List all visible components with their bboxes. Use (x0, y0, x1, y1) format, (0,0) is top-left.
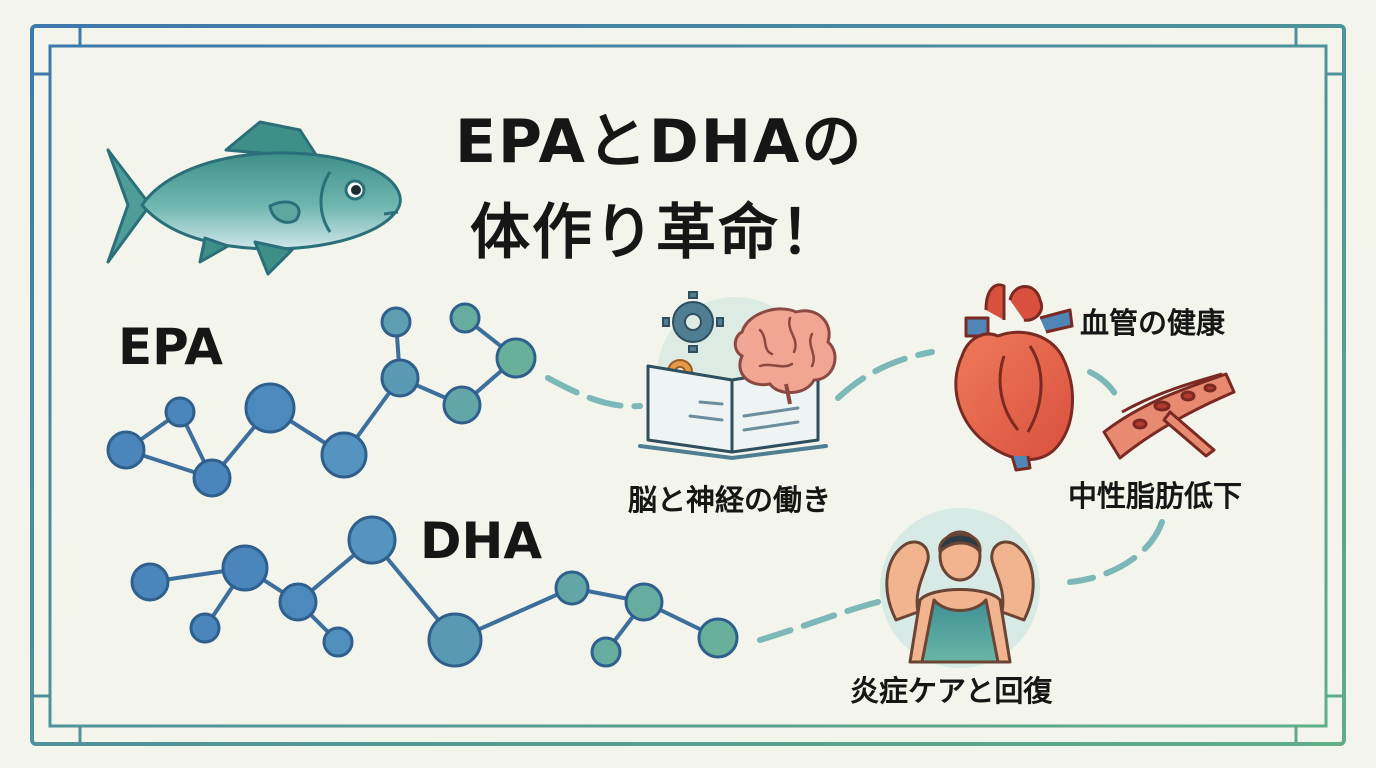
flow-connectors (545, 349, 1165, 643)
benefit-vessel-label: 血管の健康 (1080, 306, 1226, 340)
title-line-2: 体作り革命！ (470, 198, 842, 268)
blood-vessel-icon (1102, 372, 1236, 460)
title-line-1: EPAとDHAの (455, 107, 864, 177)
decorative-frame (30, 24, 1346, 746)
dha-label: DHA (420, 512, 543, 570)
brain-book-icon (638, 291, 837, 461)
benefit-recovery-label: 炎症ケアと回復 (850, 674, 1053, 708)
dha-molecule-diagram (130, 515, 739, 668)
heart-icon (954, 283, 1074, 472)
fish-icon (106, 120, 402, 276)
benefit-triglyceride-label: 中性脂肪低下 (1068, 479, 1243, 513)
dha-atoms (130, 515, 739, 668)
epa-molecule-diagram (106, 302, 537, 498)
benefit-brain-label: 脳と神経の働き (628, 483, 832, 517)
gear-icon (662, 291, 724, 353)
muscle-person-icon (880, 508, 1040, 668)
epa-label: EPA (118, 318, 223, 376)
epa-atoms (106, 302, 537, 498)
